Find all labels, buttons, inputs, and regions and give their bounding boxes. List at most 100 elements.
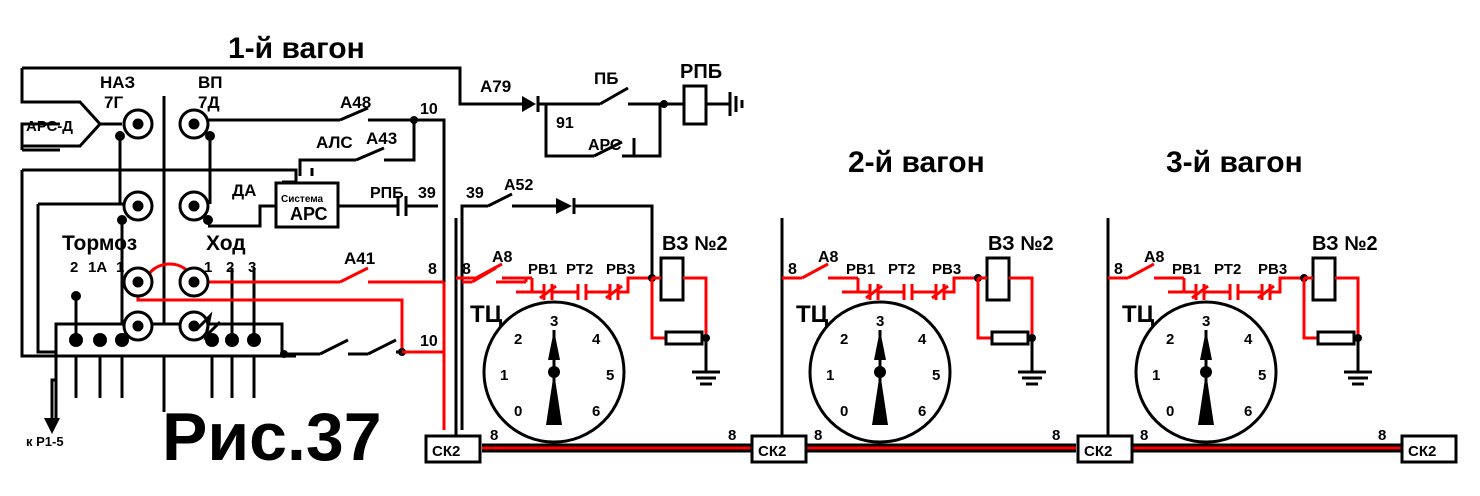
car1-a8: А8 (492, 249, 513, 266)
svg-text:5: 5 (1258, 367, 1266, 384)
a43-label: А43 (366, 129, 397, 148)
car1-tc: ТЦ (470, 301, 503, 328)
to-r-label: к Р1-5 (26, 434, 64, 449)
car1-rt2: РТ2 (566, 261, 593, 278)
wire-39-left: 39 (418, 185, 436, 202)
figure-title: Рис.37 (162, 399, 382, 475)
drive-pin-2: 2 (226, 259, 234, 276)
car1-block-labels: 8 А8 РВ1 РТ2 РВ3 ВЗ №2 ТЦ 0 1 2 3 4 5 6 (462, 233, 728, 420)
svg-text:8: 8 (788, 261, 797, 278)
wire-39-right: 39 (466, 185, 484, 202)
wire-8-left: 8 (428, 261, 437, 278)
brake-pin-2: 2 (70, 259, 78, 276)
car3-title: 3-й вагон (1166, 146, 1303, 179)
svg-text:ВЗ №2: ВЗ №2 (1312, 233, 1378, 255)
svg-text:8: 8 (1114, 261, 1123, 278)
arrow-down-icon (44, 418, 60, 434)
svg-text:3: 3 (550, 313, 558, 330)
svg-text:А8: А8 (818, 249, 839, 266)
sk2-connectors (424, 434, 1458, 464)
wire-10-top: 10 (420, 101, 438, 118)
a48-label: А48 (340, 93, 371, 112)
a41-label: А41 (344, 249, 375, 268)
svg-text:8: 8 (814, 427, 822, 444)
sk2-4-label: СК2 (1408, 443, 1436, 460)
wire-91-label: 91 (556, 115, 574, 132)
brake-pin-1a: 1А (88, 259, 107, 276)
svg-text:1: 1 (826, 367, 834, 384)
wire-10-bottom: 10 (420, 333, 438, 350)
svg-text:3: 3 (1202, 313, 1210, 330)
svg-text:8: 8 (1140, 427, 1148, 444)
svg-text:6: 6 (592, 403, 600, 420)
svg-text:5: 5 (932, 367, 940, 384)
als-label: АЛС (316, 133, 353, 152)
sk2-3-label: СК2 (1084, 443, 1112, 460)
brake-label: Тормоз (62, 232, 137, 255)
svg-text:2: 2 (840, 331, 848, 348)
svg-text:8: 8 (728, 427, 736, 444)
svg-text:0: 0 (840, 403, 848, 420)
svg-text:РВ1: РВ1 (1172, 261, 1201, 278)
naz-pin-label: 7Г (104, 93, 123, 112)
svg-text:6: 6 (1244, 403, 1252, 420)
a79-label: А79 (480, 77, 511, 96)
system-ars-label: АРС (290, 204, 328, 224)
naz-label: НАЗ (100, 73, 135, 92)
svg-text:1: 1 (1152, 367, 1160, 384)
svg-text:ВЗ №2: ВЗ №2 (988, 233, 1054, 255)
svg-text:5: 5 (606, 367, 614, 384)
svg-text:6: 6 (918, 403, 926, 420)
sk2-1-label: СК2 (432, 443, 460, 460)
drive-label: Ход (206, 232, 246, 255)
svg-text:1: 1 (500, 367, 508, 384)
svg-text:0: 0 (514, 403, 522, 420)
car1-wiring (20, 66, 744, 430)
ars-contact-label: АРС (588, 137, 622, 154)
brake-pin-1: 1 (116, 259, 124, 276)
car1-wire-8: 8 (462, 261, 471, 278)
system-small-label: Система (281, 194, 324, 205)
junction-dots (69, 131, 288, 358)
a52-label: А52 (504, 177, 533, 194)
car1-rv1: РВ1 (528, 261, 557, 278)
svg-text:0: 0 (1166, 403, 1174, 420)
car1-title: 1-й вагон (228, 32, 365, 65)
svg-text:ТЦ: ТЦ (1122, 301, 1155, 328)
car1-rv3: РВ3 (606, 261, 635, 278)
svg-text:4: 4 (918, 331, 927, 348)
svg-text:8: 8 (1052, 427, 1060, 444)
svg-text:ТЦ: ТЦ (796, 301, 829, 328)
car1-active-wires (136, 262, 528, 430)
drive-pin-1: 1 (204, 259, 212, 276)
sk2-2-label: СК2 (758, 443, 786, 460)
svg-text:РТ2: РТ2 (888, 261, 915, 278)
da-label: ДА (232, 181, 256, 200)
pb-label: ПБ (594, 69, 618, 88)
svg-text:4: 4 (592, 331, 601, 348)
svg-text:8: 8 (1378, 427, 1386, 444)
rpb-contact-label: РПБ (370, 185, 404, 202)
svg-text:РВ1: РВ1 (846, 261, 875, 278)
svg-text:РВ3: РВ3 (1258, 261, 1287, 278)
car3-block-labels: 8 А8 РВ1 РТ2 РВ3 ВЗ №2 ТЦ 0 1 2 3 4 5 6 (1114, 233, 1378, 420)
car1-vz: ВЗ №2 (662, 233, 728, 255)
ars-d-label: АРС-Д (26, 118, 73, 135)
svg-text:РВ3: РВ3 (932, 261, 961, 278)
svg-text:2: 2 (514, 331, 522, 348)
vp-label: ВП (198, 73, 223, 92)
lightning-mark (194, 311, 222, 341)
car2-title: 2-й вагон (848, 146, 985, 179)
vp-pin-label: 7Д (198, 93, 220, 112)
sockets (122, 108, 210, 342)
svg-text:2: 2 (1166, 331, 1174, 348)
car2-block-labels: 8 А8 РВ1 РТ2 РВ3 ВЗ №2 ТЦ 0 1 2 3 4 5 6 (788, 233, 1054, 420)
drive-pin-3: 3 (248, 259, 256, 276)
rpb-label: РПБ (680, 61, 722, 83)
svg-text:РТ2: РТ2 (1214, 261, 1241, 278)
svg-text:3: 3 (876, 313, 884, 330)
svg-text:4: 4 (1244, 331, 1253, 348)
svg-text:А8: А8 (1144, 249, 1165, 266)
